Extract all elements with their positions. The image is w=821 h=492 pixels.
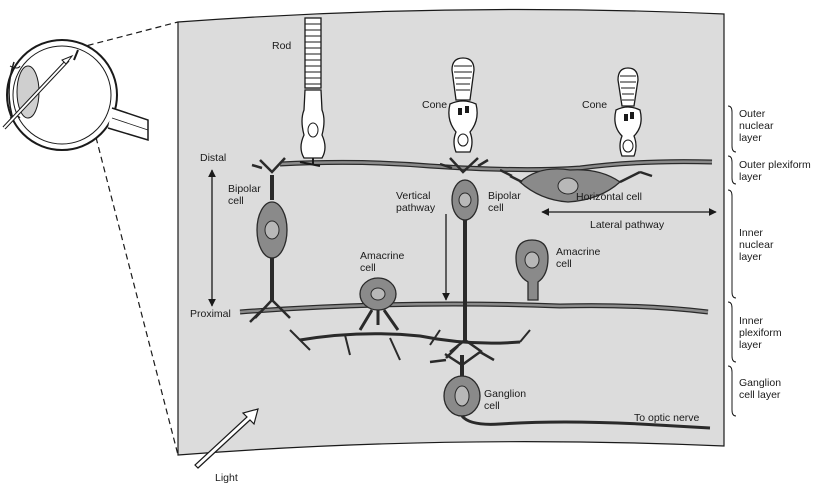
optic-nerve-label: To optic nerve (634, 412, 699, 424)
ganglion-cell-label: Ganglion cell (484, 388, 526, 412)
light-label: Light (215, 472, 238, 484)
distal-label: Distal (200, 152, 226, 164)
layer-outer-nuclear: Outer nuclear layer (739, 108, 773, 144)
amacrine-right-label: Amacrine cell (556, 246, 600, 270)
layer-brackets (728, 106, 736, 416)
cone-right-label: Cone (582, 99, 607, 111)
layer-inner-plexiform: Inner plexiform layer (739, 315, 782, 351)
layer-inner-nuclear: Inner nuclear layer (739, 227, 773, 263)
eye-illustration (4, 40, 148, 150)
layer-ganglion: Ganglion cell layer (739, 377, 781, 401)
vertical-pathway-label: Vertical pathway (396, 190, 435, 214)
cone-left-label: Cone (422, 99, 447, 111)
zoom-line-top (78, 22, 178, 48)
bipolar-left-label: Bipolar cell (228, 183, 261, 207)
horizontal-cell-label: Horizontal cell (576, 191, 642, 203)
layer-outer-plexiform: Outer plexiform layer (739, 159, 811, 183)
lateral-pathway-label: Lateral pathway (590, 219, 664, 231)
amacrine-cell-left (360, 278, 398, 330)
proximal-label: Proximal (190, 308, 231, 320)
rod-label: Rod (272, 40, 291, 52)
amacrine-left-label: Amacrine cell (360, 250, 404, 274)
bipolar-center-label: Bipolar cell (488, 190, 521, 214)
